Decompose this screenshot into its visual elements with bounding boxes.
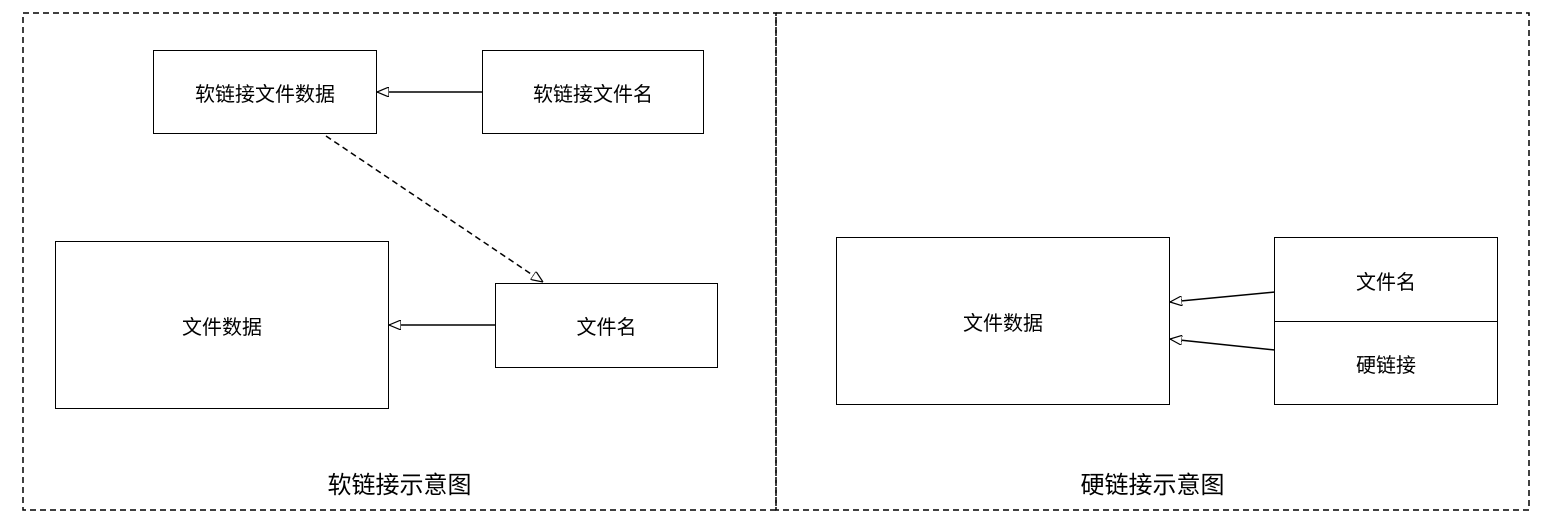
hard-link-panel [775,12,1530,511]
soft-link-caption: 软链接示意图 [327,471,472,499]
soft-file-data-label: 文件数据 [182,314,262,339]
soft-file-name-box: 文件名 [495,283,718,368]
hard-file-name-box: 文件名 [1274,237,1498,323]
soft-link-data-label: 软链接文件数据 [195,81,335,106]
hard-link-box: 硬链接 [1274,321,1498,405]
soft-file-data-box: 文件数据 [55,241,389,409]
soft-link-data-box: 软链接文件数据 [153,50,377,134]
hard-file-data-box: 文件数据 [836,237,1170,405]
hard-link-label: 硬链接 [1356,352,1416,377]
dashed-arrow-link-data-to-file-name [325,135,543,282]
hard-link-caption: 硬链接示意图 [1080,471,1225,499]
arrow-hard-file-name-to-file-data [1170,291,1276,302]
arrow-hard-link-to-file-data [1170,339,1276,351]
soft-file-name-label: 文件名 [576,315,637,339]
soft-link-name-label: 软链接文件名 [533,81,653,106]
hard-file-data-label: 文件数据 [963,310,1043,335]
soft-link-name-box: 软链接文件名 [482,50,704,134]
hard-file-name-label: 文件名 [1356,269,1416,294]
